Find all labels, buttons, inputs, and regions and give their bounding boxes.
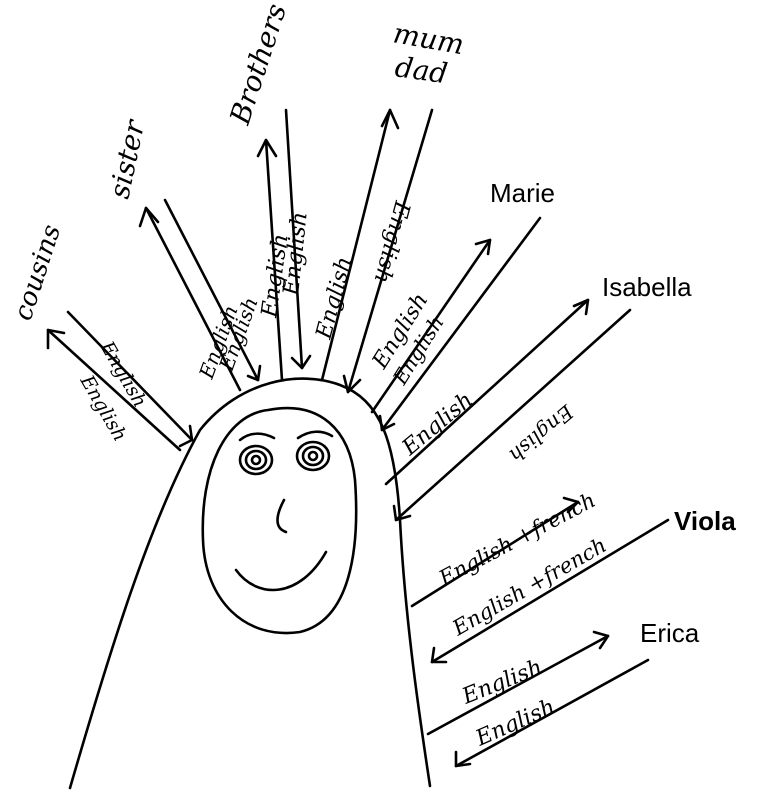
label-isabella: Isabella [602, 272, 692, 302]
left-eyebrow [240, 434, 274, 440]
left-eye [240, 446, 272, 474]
label-erica: Erica [640, 618, 700, 648]
label-brothers: Brothers [223, 0, 293, 129]
label-marie: Marie [490, 178, 555, 208]
right-eyebrow [298, 432, 332, 438]
label-sister: sister [103, 116, 152, 202]
relationship-arrows [48, 110, 668, 766]
label-cousins: cousins [8, 221, 67, 324]
isabella-language-to: English [397, 388, 478, 462]
isabella-language-from: English [504, 400, 579, 468]
language-annotations: English English English English English … [75, 197, 610, 751]
face-outline [203, 408, 356, 633]
parents-language-to: English [311, 254, 357, 342]
person-labels: cousins sister Brothers mum dad Marie Is… [8, 0, 736, 648]
child-figure [70, 379, 430, 788]
right-eye [297, 442, 329, 470]
nose [278, 500, 287, 532]
mouth [236, 552, 326, 590]
parents-language-from: English [369, 197, 415, 285]
label-viola: Viola [674, 506, 736, 536]
label-dad: dad [393, 50, 450, 90]
brothers-language-from: English [279, 211, 313, 298]
